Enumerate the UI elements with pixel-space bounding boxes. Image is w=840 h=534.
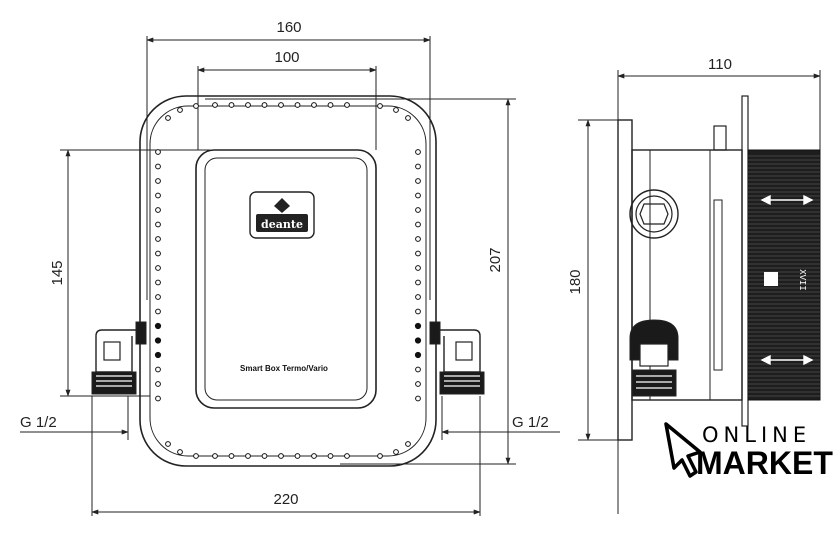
bolt-hole: [261, 102, 268, 108]
dim-160: 160: [276, 19, 301, 36]
bolt-hole: [193, 453, 199, 459]
bolt-hole: [155, 265, 161, 271]
bolt-hole: [415, 279, 421, 286]
bolt-hole: [415, 265, 421, 271]
bolt-hole: [177, 449, 183, 455]
dim-110: 110: [708, 56, 732, 73]
bolt-hole: [414, 337, 422, 344]
bolt-hole: [155, 381, 161, 387]
right-connector: [429, 321, 485, 395]
bolt-hole: [278, 453, 284, 459]
bolt-hole: [415, 163, 421, 170]
bolt-hole: [193, 103, 199, 109]
watermark-line1: ONLINE: [702, 423, 811, 447]
bolt-hole: [155, 178, 161, 184]
bolt-hole: [154, 351, 162, 359]
bolt-hole: [155, 236, 161, 242]
cover-plate: [195, 149, 377, 409]
bolt-hole: [415, 149, 421, 155]
bolt-hole: [344, 453, 350, 459]
bolt-hole: [377, 453, 383, 459]
bolt-hole: [415, 236, 421, 242]
bolt-hole: [415, 207, 421, 213]
housing-ribs: [748, 155, 820, 397]
bolt-hole: [155, 163, 161, 170]
bolt-hole: [155, 308, 161, 315]
bolt-hole: [415, 192, 421, 199]
bolt-hole: [155, 279, 161, 286]
logo-text: deante: [261, 218, 303, 231]
bolt-hole: [327, 453, 334, 459]
housing-mark: XVII: [797, 269, 807, 291]
bolt-hole: [155, 221, 161, 228]
bolt-hole: [177, 107, 183, 113]
watermark-line2: MARKET: [696, 445, 833, 481]
bolt-hole: [405, 115, 411, 121]
bolt-hole: [154, 337, 162, 344]
bolt-hole: [377, 103, 383, 109]
bolt-hole: [405, 441, 411, 447]
bolt-hole: [155, 366, 161, 373]
bolt-holes: [154, 102, 422, 459]
bolt-hole: [311, 453, 317, 459]
bolt-hole: [344, 102, 350, 108]
bolt-hole: [165, 441, 171, 447]
bolt-hole: [155, 250, 161, 257]
housing-arrows: [760, 194, 814, 366]
bolt-hole: [155, 192, 161, 199]
bolt-hole: [414, 322, 422, 330]
dim-100: 100: [274, 49, 299, 66]
cursor-icon: [664, 422, 702, 478]
dim-207: 207: [487, 247, 504, 272]
dim-145: 145: [49, 260, 66, 285]
bolt-hole: [393, 107, 399, 113]
dim-180: 180: [567, 269, 584, 294]
bolt-hole: [415, 395, 421, 402]
thread-right: G 1/2: [512, 414, 549, 431]
bolt-hole: [245, 102, 251, 108]
bolt-hole: [212, 453, 218, 459]
bolt-hole: [155, 207, 161, 213]
bolt-hole: [294, 453, 301, 459]
outer-frame: [139, 95, 437, 467]
bolt-hole: [165, 115, 171, 121]
bolt-hole: [294, 102, 301, 108]
bolt-hole: [415, 308, 421, 315]
bolt-hole: [155, 294, 161, 300]
inner-frame: [149, 105, 427, 457]
bolt-hole: [212, 102, 218, 108]
bolt-hole: [415, 381, 421, 387]
dim-220: 220: [273, 491, 298, 508]
faceplate-label: Smart Box Termo/Vario: [240, 364, 328, 373]
online-market-watermark: ONLINE MARKET: [664, 422, 833, 481]
bolt-hole: [245, 453, 251, 459]
thread-left: G 1/2: [20, 414, 57, 431]
bolt-hole: [393, 449, 399, 455]
bolt-hole: [278, 102, 284, 108]
bolt-hole: [154, 322, 162, 330]
bolt-hole: [327, 102, 334, 108]
bolt-hole: [414, 351, 422, 359]
bolt-hole: [155, 395, 161, 402]
bolt-hole: [311, 102, 317, 108]
front-view: [20, 36, 560, 516]
bolt-hole: [415, 294, 421, 300]
upper-nut: [629, 189, 679, 239]
deante-logo: deante: [249, 191, 315, 239]
bolt-hole: [415, 366, 421, 373]
bolt-hole: [228, 453, 235, 459]
bolt-hole: [415, 178, 421, 184]
bolt-hole: [228, 102, 235, 108]
bolt-hole: [261, 453, 268, 459]
bolt-hole: [415, 250, 421, 257]
bolt-hole: [155, 149, 161, 155]
side-front-plate: [617, 119, 633, 441]
left-connector: [91, 321, 147, 395]
lower-connector: [629, 319, 679, 397]
bolt-hole: [415, 221, 421, 228]
